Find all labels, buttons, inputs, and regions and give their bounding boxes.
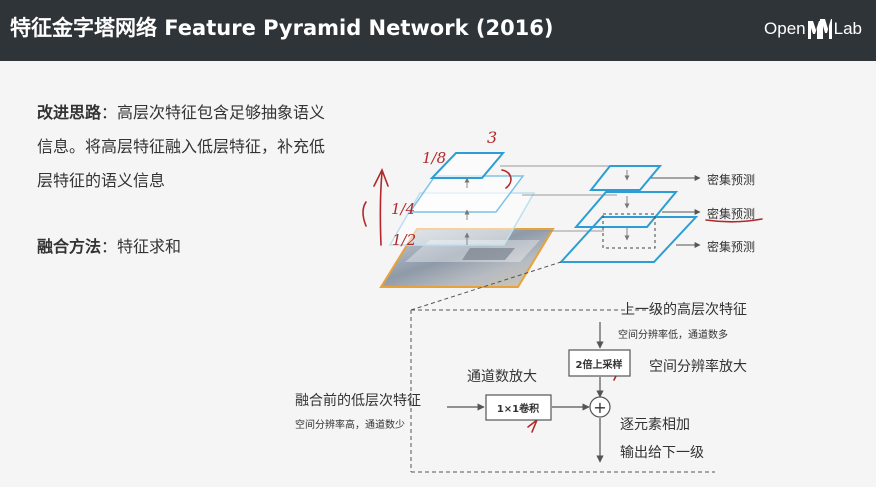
prediction-label-3: 密集预测 (707, 239, 755, 254)
conv-box-label: 1×1卷积 (497, 402, 539, 415)
bottom-up-layer-2 (408, 175, 525, 213)
method-label: 融合方法 (37, 237, 102, 256)
sum-symbol: + (593, 398, 606, 417)
logo-text-open: Open (764, 19, 806, 38)
prediction-label-1: 密集预测 (707, 172, 755, 187)
detail-flow-arrows (447, 322, 604, 463)
upsample-box-label: 2倍上采样 (576, 358, 623, 371)
idea-paragraph: 改进思路：高层次特征包含足够抽象语义 信息。将高层特征融入低层特征，补充低 层特… (37, 96, 377, 198)
idea-line-2: 信息。将高层特征融入低层特征，补充低 (37, 137, 326, 156)
handwritten-scale-2: 1/4 (391, 200, 415, 218)
prediction-label-2: 密集预测 (707, 206, 755, 221)
top-down-layer-3 (558, 216, 699, 263)
handwritten-scale-1: 1/8 (422, 149, 446, 167)
lower-feature-title: 融合前的低层次特征 (295, 392, 421, 409)
lower-feature-subtitle: 空间分辨率高，通道数少 (295, 418, 405, 431)
openmmlab-logo: Open Lab (764, 18, 862, 40)
sum-note: 逐元素相加 (620, 417, 690, 433)
idea-label: 改进思路 (37, 103, 102, 122)
sum-node (589, 396, 611, 418)
channel-note: 通道数放大 (467, 369, 537, 385)
handwritten-scale-3: 1/2 (392, 231, 416, 249)
top-down-layer-1 (588, 165, 663, 191)
detail-dashed-outline (410, 261, 715, 473)
top-down-layer-2 (573, 191, 679, 228)
upsample-box (568, 349, 631, 377)
handwritten-mark: 3 (487, 128, 497, 147)
mm-logo-icon (807, 19, 832, 39)
bottom-up-layer-3 (429, 152, 506, 179)
idea-line-3: 层特征的语义信息 (37, 171, 166, 190)
lateral-connections (500, 165, 627, 232)
logo-text-lab: Lab (833, 19, 862, 38)
upsample-note: 空间分辨率放大 (649, 358, 747, 375)
output-note: 输出给下一级 (620, 445, 704, 461)
slide-title: 特征金字塔网络 Feature Pyramid Network (2016) (10, 16, 554, 40)
upper-feature-title: 上一级的高层次特征 (621, 301, 747, 318)
idea-line-1: ：高层次特征包含足够抽象语义 (101, 103, 326, 122)
highlight-dashed-box (602, 213, 656, 249)
prediction-arrows (651, 175, 701, 248)
slide-header: 特征金字塔网络 Feature Pyramid Network (2016) O… (0, 0, 876, 61)
method-paragraph: 融合方法：特征求和 (37, 230, 181, 264)
method-text: ：特征求和 (101, 237, 182, 256)
conv-box (485, 394, 552, 421)
upper-feature-subtitle: 空间分辨率低，通道数多 (618, 328, 728, 341)
